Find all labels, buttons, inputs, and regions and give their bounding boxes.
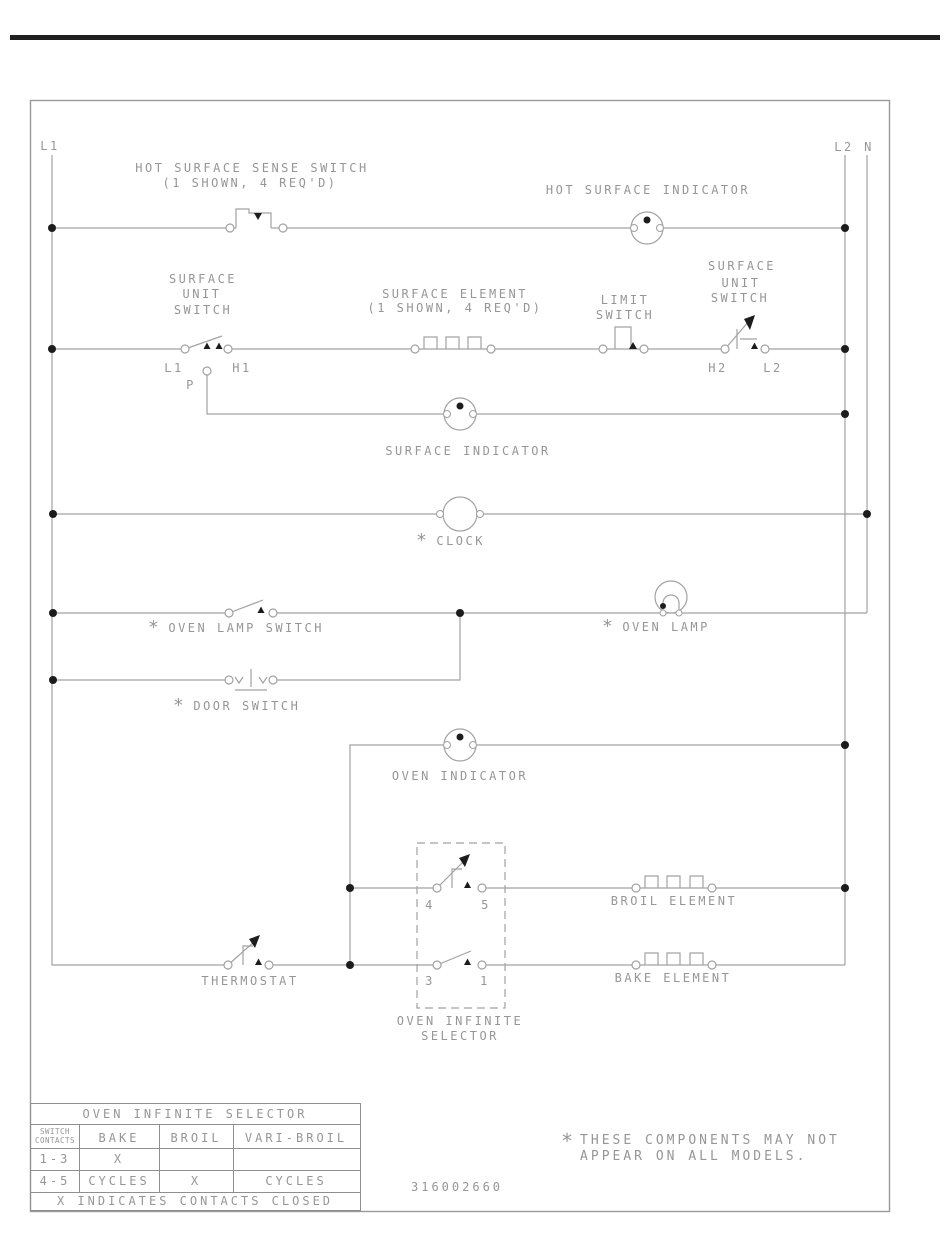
asterisk: * bbox=[602, 616, 616, 637]
hot-surface-sense-switch-label: HOT SURFACE SENSE SWITCH bbox=[135, 161, 369, 175]
table-col-vari-broil: VARI-BROIL bbox=[244, 1131, 348, 1145]
power-rails bbox=[51, 155, 868, 966]
selector-contact-5-label: 5 bbox=[481, 898, 491, 912]
selector-switch-3-1-symbol bbox=[432, 950, 487, 970]
hot-surface-indicator-symbol bbox=[629, 211, 665, 245]
table-col-bake: BAKE bbox=[98, 1131, 140, 1145]
asterisk: * bbox=[416, 530, 430, 551]
oven-lamp-symbol bbox=[654, 580, 688, 617]
selector-contact-3-label: 3 bbox=[425, 974, 435, 988]
table-title: OVEN INFINITE SELECTOR bbox=[82, 1107, 308, 1121]
oven-infinite-selector-label: SELECTOR bbox=[421, 1029, 499, 1043]
part-number: 316002660 bbox=[411, 1180, 504, 1194]
broil-element-symbol bbox=[631, 875, 717, 893]
clock-label: *CLOCK bbox=[416, 530, 485, 551]
hot-surface-sense-switch-symbol bbox=[225, 208, 288, 233]
terminal-label-l2: L2 bbox=[763, 361, 783, 375]
oven-infinite-selector-table: OVEN INFINITE SELECTOR SWITCH CONTACTS B… bbox=[30, 1103, 361, 1211]
terminal-label-l1: L1 bbox=[164, 361, 184, 375]
surface-unit-switch-right-label: SURFACE bbox=[707, 259, 777, 273]
terminal-label-h1: H1 bbox=[232, 361, 252, 375]
surface-element-label: SURFACE ELEMENT bbox=[382, 287, 528, 301]
table-cell: CYCLES bbox=[88, 1174, 150, 1188]
surface-element-sublabel: (1 SHOWN, 4 REQ'D) bbox=[367, 301, 543, 315]
table-col-broil: BROIL bbox=[170, 1131, 222, 1145]
surface-unit-switch-right-label: SWITCH bbox=[710, 291, 770, 305]
circuit-rows bbox=[52, 227, 867, 966]
thermostat-symbol bbox=[223, 935, 274, 970]
terminal-label-h2: H2 bbox=[708, 361, 728, 375]
clock-symbol bbox=[435, 496, 485, 532]
selector-contact-1-label: 1 bbox=[480, 974, 490, 988]
models-note-line1: THESE COMPONENTS MAY NOT bbox=[580, 1133, 840, 1148]
surface-unit-switch-right-label: UNIT bbox=[721, 276, 761, 290]
door-switch-label: *DOOR SWITCH bbox=[173, 695, 301, 716]
oven-infinite-selector-box bbox=[416, 842, 506, 1009]
rail-label-l2: L2 bbox=[834, 140, 854, 154]
hot-surface-indicator-label: HOT SURFACE INDICATOR bbox=[545, 183, 751, 197]
top-rule bbox=[10, 35, 940, 40]
oven-lamp-switch-label: *OVEN LAMP SWITCH bbox=[148, 617, 324, 638]
surface-unit-switch-left-label: UNIT bbox=[182, 287, 222, 301]
table-row-header: CONTACTS bbox=[34, 1136, 76, 1145]
door-switch-symbol bbox=[224, 669, 278, 691]
table-cell: CYCLES bbox=[265, 1174, 327, 1188]
table-cell: X bbox=[190, 1174, 202, 1188]
rail-label-l1: L1 bbox=[40, 139, 60, 153]
asterisk: * bbox=[148, 617, 162, 638]
limit-switch-symbol bbox=[598, 326, 649, 354]
surface-unit-switch-left-label: SURFACE bbox=[168, 272, 238, 286]
surface-indicator-label: SURFACE INDICATOR bbox=[385, 444, 551, 458]
selector-contact-4-label: 4 bbox=[425, 898, 435, 912]
models-note-line2: APPEAR ON ALL MODELS. bbox=[580, 1149, 808, 1164]
models-note: * THESE COMPONENTS MAY NOT APPEAR ON ALL… bbox=[561, 1129, 840, 1165]
terminal-label-p: P bbox=[186, 378, 196, 392]
table-row-header: SWITCH bbox=[39, 1127, 71, 1136]
surface-indicator-symbol bbox=[442, 397, 478, 431]
broil-element-label: BROIL ELEMENT bbox=[610, 894, 738, 908]
oven-lamp-label: *OVEN LAMP bbox=[602, 616, 710, 637]
oven-lamp-switch-symbol bbox=[224, 599, 278, 618]
surface-unit-switch-left-label: SWITCH bbox=[173, 303, 233, 317]
table-cell: X bbox=[113, 1152, 125, 1166]
asterisk: * bbox=[173, 695, 187, 716]
limit-switch-label: LIMIT bbox=[600, 293, 650, 307]
junction-dots bbox=[48, 224, 871, 969]
selector-switch-4-5-symbol bbox=[432, 854, 487, 893]
hot-surface-sense-switch-sublabel: (1 SHOWN, 4 REQ'D) bbox=[162, 176, 338, 190]
asterisk: * bbox=[561, 1129, 574, 1153]
surface-unit-switch-left-symbol bbox=[180, 335, 233, 376]
bake-element-label: BAKE ELEMENT bbox=[614, 971, 732, 985]
oven-indicator-symbol bbox=[442, 728, 478, 762]
limit-switch-label: SWITCH bbox=[595, 308, 655, 322]
oven-indicator-label: OVEN INDICATOR bbox=[391, 769, 529, 783]
rail-label-n: N bbox=[864, 140, 874, 154]
table-cell: 4-5 bbox=[39, 1174, 71, 1188]
surface-unit-switch-right-symbol bbox=[720, 315, 770, 354]
diagram-border bbox=[29, 99, 891, 1213]
thermostat-label: THERMOSTAT bbox=[201, 974, 299, 988]
oven-infinite-selector-label: OVEN INFINITE bbox=[396, 1014, 524, 1028]
table-cell: 1-3 bbox=[39, 1152, 71, 1166]
table-footer: X INDICATES CONTACTS CLOSED bbox=[56, 1194, 334, 1208]
bake-element-symbol bbox=[631, 952, 717, 970]
surface-element-symbol bbox=[410, 336, 496, 354]
